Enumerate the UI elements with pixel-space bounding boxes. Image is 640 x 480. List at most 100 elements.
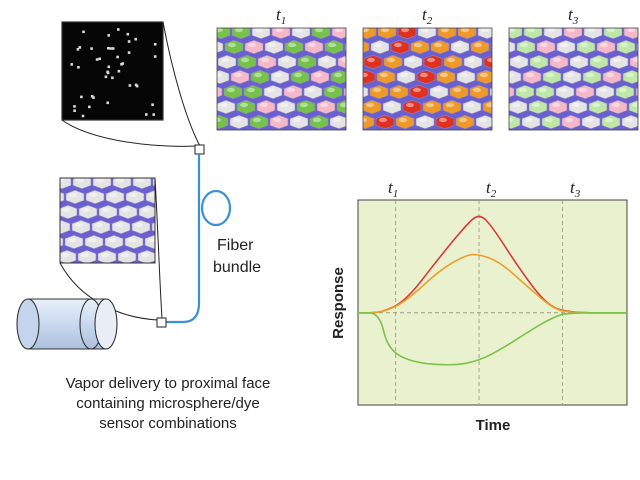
microsphere xyxy=(405,10,423,24)
microsphere-highlight xyxy=(163,163,171,167)
microsphere xyxy=(60,160,78,174)
microsphere xyxy=(522,69,542,85)
chart-series-line-3 xyxy=(358,311,627,366)
microsphere xyxy=(509,99,528,115)
microsphere xyxy=(297,54,317,70)
microsphere-highlight xyxy=(419,117,427,123)
microsphere-highlight xyxy=(393,87,401,93)
microsphere-highlight xyxy=(114,268,122,272)
microsphere xyxy=(151,222,155,232)
microsphere-highlight xyxy=(242,13,250,17)
microsphere xyxy=(316,99,336,115)
microsphere-highlight xyxy=(552,102,560,108)
microsphere xyxy=(271,129,273,130)
microsphere-highlight xyxy=(68,237,76,243)
microsphere-highlight xyxy=(593,57,601,63)
microsphere xyxy=(515,84,535,100)
microsphere-highlight xyxy=(335,28,343,33)
microsphere xyxy=(263,84,283,100)
microsphere xyxy=(621,114,638,130)
microsphere-highlight xyxy=(208,43,216,47)
microsphere-highlight xyxy=(420,72,428,78)
microsphere-highlight xyxy=(248,42,256,48)
microsphere xyxy=(629,55,638,69)
microsphere xyxy=(435,114,455,130)
microsphere xyxy=(344,42,346,52)
microsphere-highlight xyxy=(421,28,429,33)
microsphere xyxy=(138,204,155,220)
fiber-label-line1: Fiber xyxy=(217,237,254,254)
fiber-dot xyxy=(106,70,109,74)
microsphere xyxy=(277,54,297,70)
microsphere-highlight xyxy=(538,133,546,137)
microsphere xyxy=(422,99,442,115)
microsphere-highlight xyxy=(301,57,309,63)
microsphere-highlight xyxy=(89,192,97,198)
microsphere xyxy=(442,99,462,115)
microsphere-highlight xyxy=(253,117,261,123)
caption-line1: Vapor delivery to proximal face xyxy=(66,375,271,392)
fiber-dot xyxy=(134,37,137,41)
microsphere xyxy=(470,39,490,55)
microsphere-highlight xyxy=(500,43,508,47)
microsphere-highlight xyxy=(627,28,635,33)
microsphere-highlight xyxy=(81,252,89,258)
microsphere xyxy=(529,54,549,70)
microsphere-highlight xyxy=(322,13,330,17)
microsphere-highlight xyxy=(240,102,248,108)
microsphere xyxy=(118,204,138,220)
microsphere xyxy=(111,219,131,235)
microsphere-highlight xyxy=(599,87,607,93)
microsphere-highlight xyxy=(136,178,144,183)
fiber-dot xyxy=(106,101,109,105)
microsphere-highlight xyxy=(148,237,155,243)
microsphere-highlight xyxy=(472,133,480,137)
microsphere xyxy=(623,28,638,40)
microsphere xyxy=(383,54,403,70)
microsphere-highlight xyxy=(461,28,469,33)
microsphere xyxy=(337,55,346,69)
chart-x-axis-title: Time xyxy=(476,417,511,434)
microsphere-highlight xyxy=(342,13,350,17)
microsphere xyxy=(317,54,337,70)
microsphere xyxy=(289,114,309,130)
microsphere-highlight xyxy=(509,117,513,123)
microsphere xyxy=(132,178,152,190)
microsphere-highlight xyxy=(459,117,467,123)
microsphere-highlight xyxy=(63,163,71,167)
microsphere-highlight xyxy=(500,73,508,77)
microsphere xyxy=(100,160,118,174)
microsphere xyxy=(269,114,289,130)
microsphere-highlight xyxy=(234,72,242,78)
microsphere xyxy=(445,10,463,24)
microsphere-highlight xyxy=(74,268,82,272)
microsphere xyxy=(290,69,310,85)
microsphere xyxy=(85,189,105,205)
microsphere xyxy=(483,55,492,69)
microsphere xyxy=(377,129,379,130)
microsphere-highlight xyxy=(162,208,170,212)
microsphere-highlight xyxy=(161,253,169,257)
chart-tick-t2: t2 xyxy=(486,178,497,200)
microsphere-highlight xyxy=(406,102,414,108)
microsphere xyxy=(145,189,155,205)
microsphere-highlight xyxy=(625,117,633,123)
fiber-end-dots xyxy=(70,28,157,118)
microsphere-highlight xyxy=(427,57,435,63)
microsphere-highlight xyxy=(386,133,394,137)
microsphere xyxy=(124,234,144,250)
zoom-line-proximal-upper xyxy=(154,177,163,319)
microsphere xyxy=(462,99,482,115)
microsphere xyxy=(443,54,463,70)
microsphere xyxy=(199,10,217,24)
proximal-end-marker xyxy=(156,317,167,328)
microsphere xyxy=(178,250,196,264)
microsphere-highlight xyxy=(134,268,142,272)
microsphere xyxy=(589,54,609,70)
microsphere xyxy=(323,84,343,100)
microsphere xyxy=(217,86,223,98)
microsphere xyxy=(583,129,585,130)
microsphere xyxy=(330,69,346,85)
microsphere-highlight xyxy=(440,72,448,78)
microsphere xyxy=(231,28,251,40)
